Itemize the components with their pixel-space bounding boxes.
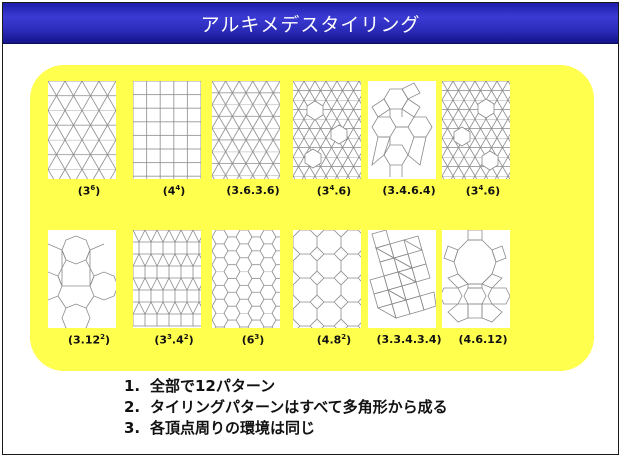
tiling-image-truncated-square xyxy=(293,230,361,328)
tiling-label: (4.6.12) xyxy=(458,333,508,346)
tiling-label: (3.3.4.3.4) xyxy=(376,333,442,346)
slide: アルキメデスタイリング xyxy=(2,2,619,455)
tiling-label: (36) xyxy=(77,184,101,198)
title-bar: アルキメデスタイリング xyxy=(3,3,618,44)
tiling-image-snub-hexagonal-mirror xyxy=(442,81,510,179)
tiling-image-trihexagonal xyxy=(212,81,280,179)
tiling-card-1: (36) xyxy=(48,81,130,205)
tiling-image-hexagonal xyxy=(212,230,280,328)
tiling-label: (3.4.6.4) xyxy=(382,184,436,197)
tiling-label: (44) xyxy=(162,184,186,198)
tiling-image-elongated-triangular xyxy=(133,230,201,328)
tiling-image-square xyxy=(133,81,201,179)
note-item: 3.各頂点周りの環境は同じ xyxy=(124,419,316,437)
tiling-card-4: (34.6) xyxy=(293,81,375,205)
tiling-label: (4.82) xyxy=(316,333,352,347)
tiling-card-2: (44) xyxy=(133,81,215,205)
tiling-image-snub-hexagonal xyxy=(293,81,361,179)
tiling-card-12: (4.6.12) xyxy=(442,230,524,354)
tiling-image-triangular xyxy=(48,81,116,179)
notes-list: 1.全部で12パターン 2.タイリングパターンはすべて多角形から成る 3.各頂点… xyxy=(124,376,584,439)
tiling-card-3: (3.6.3.6) xyxy=(212,81,294,205)
tiling-label: (34.6) xyxy=(316,184,352,198)
tiling-card-8: (33.42) xyxy=(133,230,215,354)
tiling-image-rhombitrihexagonal xyxy=(368,81,436,179)
tiling-panel: (36) (44) xyxy=(30,65,594,371)
tiling-card-7: (3.122) xyxy=(48,230,130,354)
note-item: 2.タイリングパターンはすべて多角形から成る xyxy=(124,398,448,416)
tiling-label: (3.6.3.6) xyxy=(226,184,280,197)
tiling-card-5: (3.4.6.4) xyxy=(368,81,450,205)
tiling-card-11: (3.3.4.3.4) xyxy=(368,230,450,354)
tiling-image-snub-square xyxy=(368,230,436,328)
tiling-label: (63) xyxy=(241,333,265,347)
tiling-label: (33.42) xyxy=(154,333,194,347)
tiling-image-truncated-trihexagonal xyxy=(442,230,510,328)
tiling-card-9: (63) xyxy=(212,230,294,354)
tiling-card-6: (34.6) xyxy=(442,81,524,205)
tiling-image-truncated-hexagonal xyxy=(48,230,116,328)
tiling-label: (34.6) xyxy=(465,184,501,198)
slide-title: アルキメデスタイリング xyxy=(200,13,421,36)
tiling-label: (3.122) xyxy=(67,333,111,347)
tiling-card-10: (4.82) xyxy=(293,230,375,354)
note-item: 1.全部で12パターン xyxy=(124,377,276,395)
